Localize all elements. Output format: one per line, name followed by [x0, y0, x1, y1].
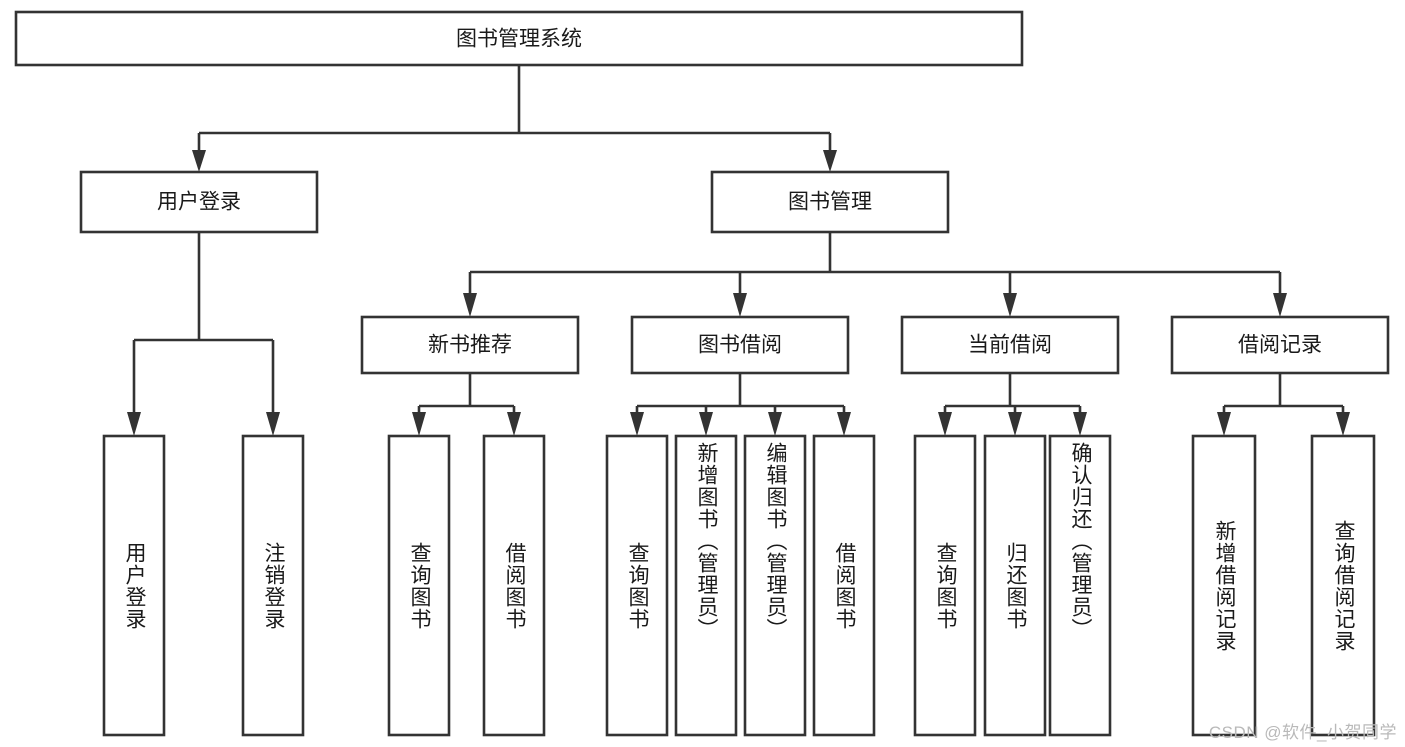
node-leaf-logout-login-box[interactable] — [241, 434, 305, 737]
node-book-borrow-box[interactable] — [630, 315, 850, 375]
node-new-book-recommend-box[interactable] — [360, 315, 580, 375]
arrow-to-leaf-user-login — [127, 412, 141, 436]
edges-book-borrow-to-leaves — [630, 373, 851, 436]
node-leaf-add-borrow-record-box[interactable] — [1191, 434, 1257, 737]
arrow-to-new-book-recommend — [463, 293, 477, 317]
arrow-to-leaf-query-borrow-record — [1336, 412, 1350, 436]
arrow-to-book-borrow — [733, 293, 747, 317]
arrow-to-borrow-record — [1273, 293, 1287, 317]
arrow-to-leaf-add-borrow-record — [1217, 412, 1231, 436]
node-leaf-add-book-admin-box[interactable] — [674, 434, 738, 737]
node-current-borrow-box[interactable] — [900, 315, 1120, 375]
node-leaf-query-book-3-box[interactable] — [913, 434, 977, 737]
arrow-to-leaf-borrow-book-1 — [507, 412, 521, 436]
node-current-borrow[interactable]: 当前借阅 — [900, 315, 1120, 375]
edges-new-book-recommend-to-leaves — [412, 373, 521, 436]
edges-book-management-to-level3 — [463, 232, 1287, 317]
arrow-to-leaf-borrow-book-2 — [837, 412, 851, 436]
watermark-label: CSDN @软件_小贺同学 — [1208, 723, 1397, 742]
arrow-to-leaf-confirm-return-admin — [1073, 412, 1087, 436]
arrow-to-leaf-logout-login — [266, 412, 280, 436]
node-leaf-query-borrow-record-box[interactable] — [1310, 434, 1376, 737]
arrow-to-leaf-edit-book-admin — [768, 412, 782, 436]
arrow-to-leaf-query-book-3 — [938, 412, 952, 436]
node-leaf-confirm-return-admin-box[interactable] — [1048, 434, 1112, 737]
edges-user-login-to-leaves — [127, 232, 280, 436]
arrow-to-user-login — [192, 150, 206, 172]
node-leaf-edit-book-admin-box[interactable] — [743, 434, 807, 737]
node-book-borrow[interactable]: 图书借阅 — [630, 315, 850, 375]
arrow-to-leaf-query-book-2 — [630, 412, 644, 436]
node-root-label: 图书管理系统 — [456, 28, 582, 51]
node-borrow-record-label: 借阅记录 — [1238, 334, 1322, 357]
node-borrow-record-box[interactable] — [1170, 315, 1390, 375]
node-leaf-user-login-box[interactable] — [102, 434, 166, 737]
arrow-to-leaf-query-book-1 — [412, 412, 426, 436]
edges-current-borrow-to-leaves — [938, 373, 1087, 436]
node-book-borrow-label: 图书借阅 — [698, 334, 782, 357]
node-leaf-query-book-2-box[interactable] — [605, 434, 669, 737]
edges-root-to-level2 — [192, 65, 837, 172]
node-user-login[interactable]: 用户登录 — [79, 170, 319, 234]
node-current-borrow-label: 当前借阅 — [968, 334, 1052, 357]
node-book-management-box[interactable] — [710, 170, 950, 234]
node-leaf-borrow-book-2-box[interactable] — [812, 434, 876, 737]
node-root[interactable]: 图书管理系统 — [14, 10, 1024, 67]
node-book-management[interactable]: 图书管理 — [710, 170, 950, 234]
node-leaf-query-book-1-box[interactable] — [387, 434, 451, 737]
arrow-to-current-borrow — [1003, 293, 1017, 317]
edges-borrow-record-to-leaves — [1217, 373, 1350, 436]
node-borrow-record[interactable]: 借阅记录 — [1170, 315, 1390, 375]
node-leaf-borrow-book-1-box[interactable] — [482, 434, 546, 737]
node-user-login-box[interactable] — [79, 170, 319, 234]
node-book-management-label: 图书管理 — [788, 191, 872, 214]
node-user-login-label: 用户登录 — [157, 191, 241, 214]
node-leaf-return-book-box[interactable] — [983, 434, 1047, 737]
leaf-boxes — [102, 434, 1376, 737]
node-new-book-recommend-label: 新书推荐 — [428, 334, 512, 357]
arrow-to-leaf-add-book-admin — [699, 412, 713, 436]
node-new-book-recommend[interactable]: 新书推荐 — [360, 315, 580, 375]
arrow-to-leaf-return-book — [1008, 412, 1022, 436]
arrow-to-book-management — [823, 150, 837, 172]
node-root-box[interactable] — [14, 10, 1024, 67]
